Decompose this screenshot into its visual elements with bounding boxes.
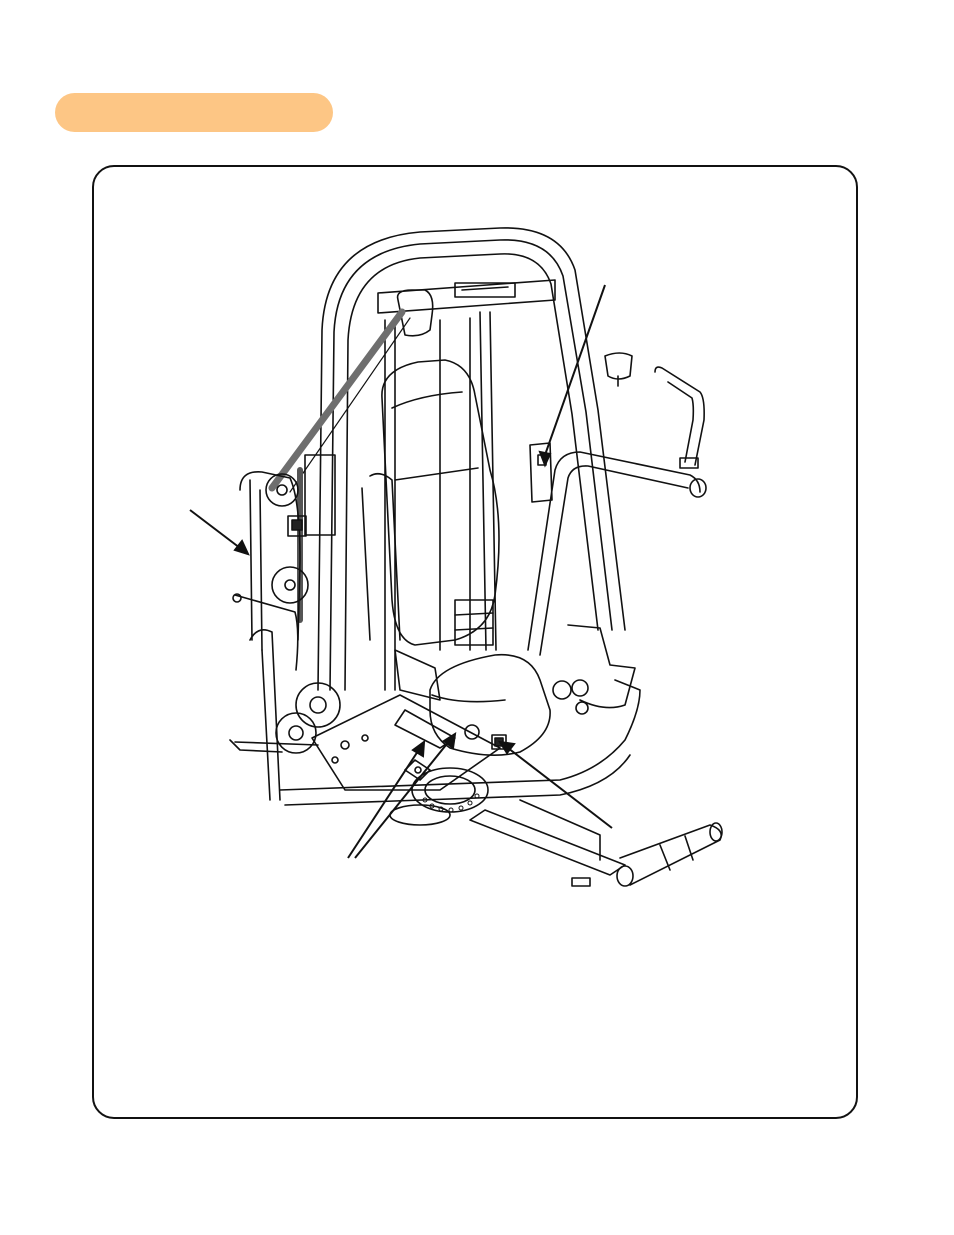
left-handle xyxy=(234,594,299,671)
base-plate xyxy=(311,694,501,791)
outer-frame-arch xyxy=(317,227,626,691)
callout-line-bottom-center-1 xyxy=(347,747,421,859)
press-handle-top xyxy=(654,366,705,466)
cup-holder xyxy=(604,352,633,380)
callout-line-bottom-center-2 xyxy=(354,739,451,859)
seat-back xyxy=(381,359,500,646)
leg-extension-bar xyxy=(469,809,626,876)
left-pulley-mid xyxy=(271,566,309,604)
section-tab xyxy=(55,93,333,132)
callout-line-top-right xyxy=(544,284,606,456)
instruction-placard xyxy=(529,442,553,503)
weight-stack xyxy=(454,599,494,646)
foam-roller xyxy=(619,824,723,886)
callout-line-left xyxy=(189,509,241,549)
left-pulley-top xyxy=(265,473,299,507)
cable-clamp xyxy=(287,515,307,537)
press-arm-right xyxy=(527,451,701,651)
callout-line-bottom-right xyxy=(507,747,613,829)
top-crossbar xyxy=(377,279,556,314)
logo-plate xyxy=(454,282,516,298)
weight-plate-1 xyxy=(295,682,341,728)
weight-plate-2 xyxy=(275,712,317,754)
top-pulley xyxy=(396,289,434,337)
left-housing xyxy=(239,471,301,641)
figure-frame xyxy=(92,165,858,1119)
